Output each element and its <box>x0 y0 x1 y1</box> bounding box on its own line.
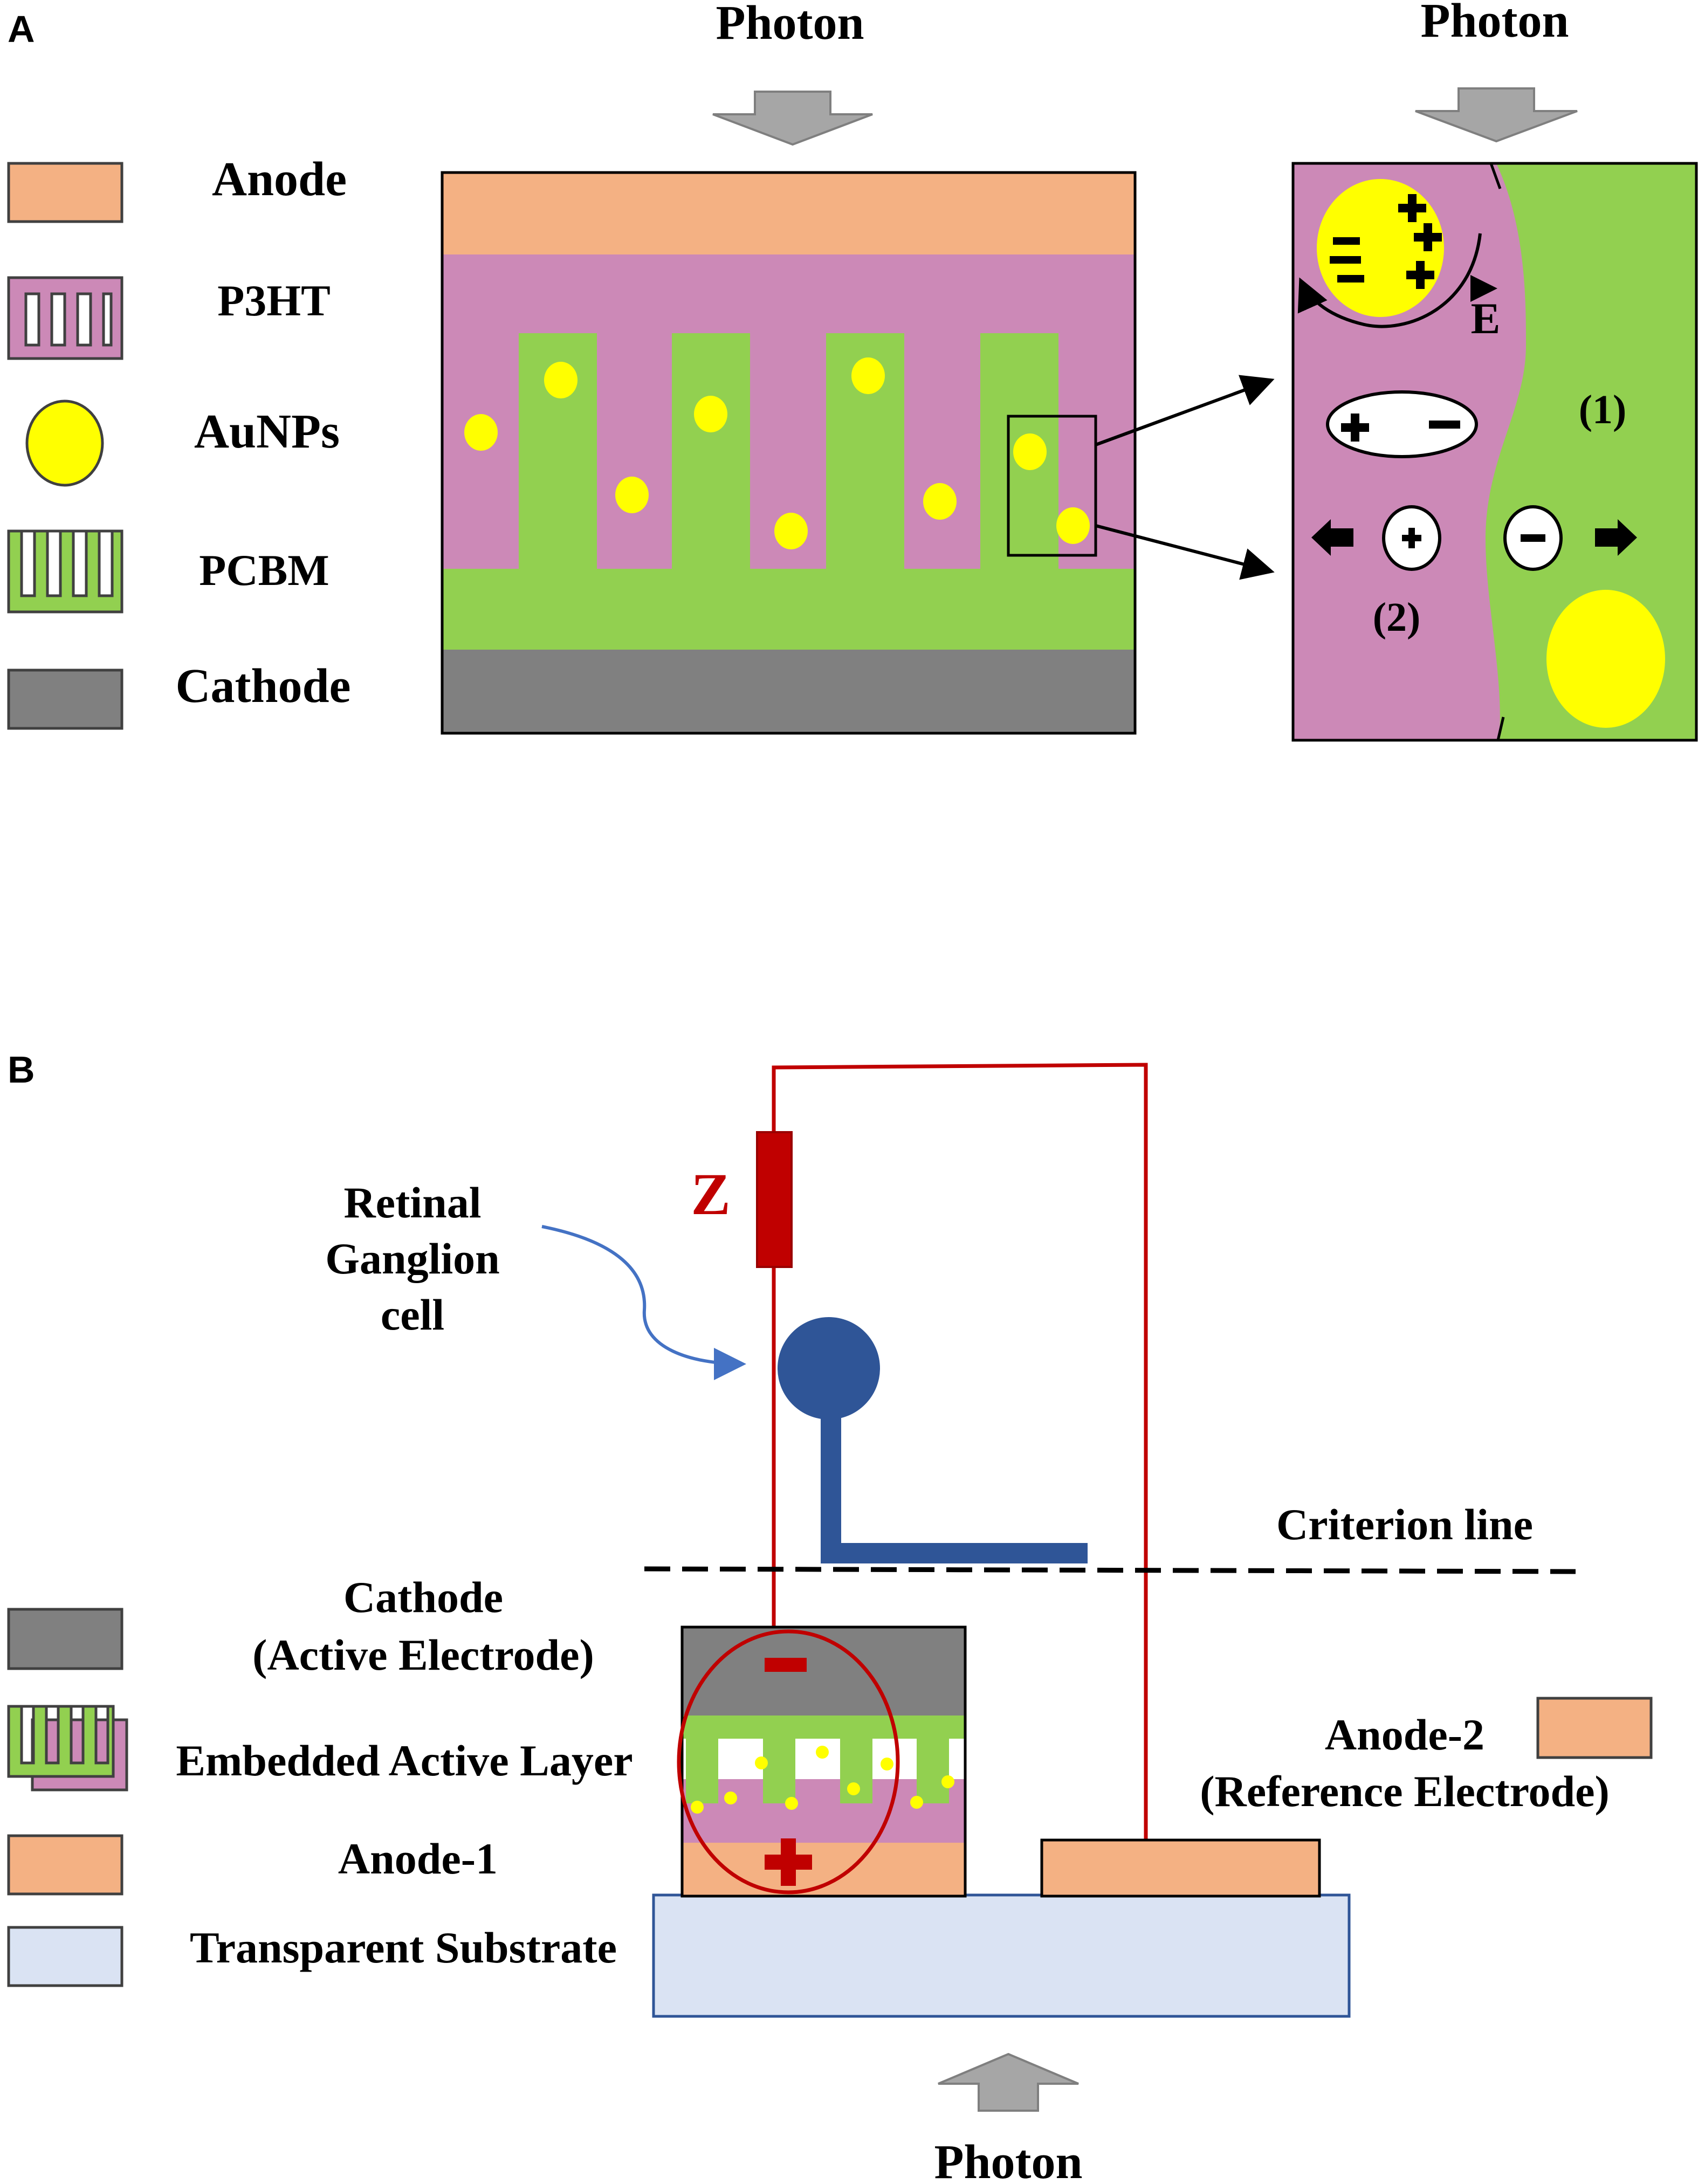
active-aunp <box>785 1797 798 1810</box>
active-aunp <box>910 1796 923 1809</box>
anode-plus-sign <box>765 1838 812 1886</box>
zoom-label-1: (1) <box>1579 387 1627 432</box>
photon-label-device: Photon <box>716 0 864 50</box>
legend-b-substrate-swatch <box>7 1926 123 1987</box>
active-aunp <box>755 1756 768 1769</box>
active-aunp <box>691 1801 704 1814</box>
active-aunp <box>816 1746 829 1759</box>
device-aunp <box>544 362 578 398</box>
hole-charge <box>1382 505 1441 571</box>
retinal-label-line3: cell <box>381 1290 444 1339</box>
zoom-arrow-upper <box>1095 375 1275 446</box>
legend-b-active-swatch <box>7 1705 128 1792</box>
photon-label-zoom: Photon <box>1420 0 1569 47</box>
panel-b-letter: B <box>8 1049 35 1091</box>
device-stack <box>442 173 1135 733</box>
device-aunp <box>923 483 957 520</box>
legend-pcbm-label: PCBM <box>199 546 329 595</box>
legend-b-anode2-swatch <box>1536 1697 1653 1759</box>
electric-field-label: E <box>1470 275 1501 343</box>
exciton-pair <box>1326 390 1478 458</box>
legend-b-cathode-line2: (Active Electrode) <box>252 1630 594 1679</box>
device-aunp <box>615 477 649 513</box>
legend-p3ht-label: P3HT <box>217 276 331 325</box>
legend-cathode-swatch <box>7 669 123 730</box>
device-aunp <box>851 357 885 394</box>
device-cathode-layer <box>442 650 1135 733</box>
photon-arrow-zoom <box>1415 87 1578 143</box>
zoom-label-2: (2) <box>1373 595 1421 640</box>
device-aunp <box>1013 433 1047 470</box>
zoom-selection-box <box>1007 415 1097 557</box>
substrate <box>652 1893 1351 2018</box>
hole-direction-arrow <box>1311 519 1353 556</box>
impedance-resistor <box>756 1131 793 1268</box>
plasmon-minus-charges <box>1330 237 1364 283</box>
photon-label-bottom: Photon <box>934 2135 1082 2184</box>
impedance-label: Z <box>691 1161 730 1227</box>
device-aunp <box>1056 507 1090 544</box>
active-aunp <box>881 1758 893 1770</box>
active-device-stack <box>680 1625 967 1898</box>
active-aunp <box>847 1782 860 1795</box>
device-pcbm-base <box>442 569 1135 650</box>
device-pcbm-finger <box>672 333 750 570</box>
plasmon-plus-charges <box>1398 194 1442 289</box>
active-aunp <box>941 1775 954 1788</box>
criterion-line <box>644 1566 1576 1574</box>
device-aunp <box>464 414 498 451</box>
legend-b-cathode-swatch <box>7 1608 123 1670</box>
retinal-pointer-arrow <box>541 1225 746 1380</box>
device-aunp <box>774 513 808 549</box>
device-anode-layer <box>442 173 1135 254</box>
active-region-highlight <box>677 1629 900 1894</box>
retinal-label-line1: Retinal <box>343 1178 481 1227</box>
zoom-panel <box>1293 163 1696 740</box>
zoom-pcbm-region <box>1486 163 1696 740</box>
legend-b-anode1-label: Anode-1 <box>338 1834 498 1883</box>
zoom-interface-tick <box>1496 716 1505 741</box>
active-device-outline <box>680 1625 967 1898</box>
zoom-aunp-bottom <box>1546 590 1665 728</box>
zoom-outline <box>1291 162 1698 742</box>
photon-arrow-device <box>712 91 873 146</box>
legend-b-cathode-line1: Cathode <box>343 1573 503 1622</box>
ganglion-cell <box>778 1317 1088 1563</box>
plasmon-field-arc <box>1297 233 1482 328</box>
zoom-arrow-lower <box>1095 524 1275 580</box>
retinal-label-line2: Ganglion <box>325 1234 500 1283</box>
active-aunp <box>724 1792 737 1804</box>
device-outline <box>441 171 1137 735</box>
electron-direction-arrow <box>1595 519 1637 556</box>
legend-p3ht-swatch <box>7 276 123 360</box>
device-aunp <box>694 396 727 432</box>
legend-anode-swatch <box>7 162 123 223</box>
legend-cathode-label: Cathode <box>175 659 350 713</box>
anode2-electrode <box>1040 1838 1321 1898</box>
svg-text:E: E <box>1471 294 1501 343</box>
legend-pcbm-swatch <box>7 529 123 614</box>
legend-b-anode1-swatch <box>7 1834 123 1896</box>
anode2-label-line1: Anode-2 <box>1325 1710 1484 1759</box>
anode2-label-line2: (Reference Electrode) <box>1200 1767 1610 1816</box>
legend-aunp-swatch <box>25 399 104 487</box>
electron-charge <box>1503 505 1563 571</box>
legend-aunps-label: AuNPs <box>194 405 340 458</box>
zoom-interface-tick <box>1489 163 1502 189</box>
panel-a-letter: A <box>8 8 35 50</box>
criterion-label: Criterion line <box>1276 1500 1533 1549</box>
legend-b-active-label: Embedded Active Layer <box>176 1736 632 1785</box>
legend-b-substrate-label: Transparent Substrate <box>190 1923 617 1972</box>
cathode-minus-sign <box>765 1658 807 1672</box>
legend-anode-label: Anode <box>212 153 347 206</box>
active-cathode-layer <box>682 1627 965 1715</box>
photon-arrow-bottom <box>938 2052 1079 2112</box>
